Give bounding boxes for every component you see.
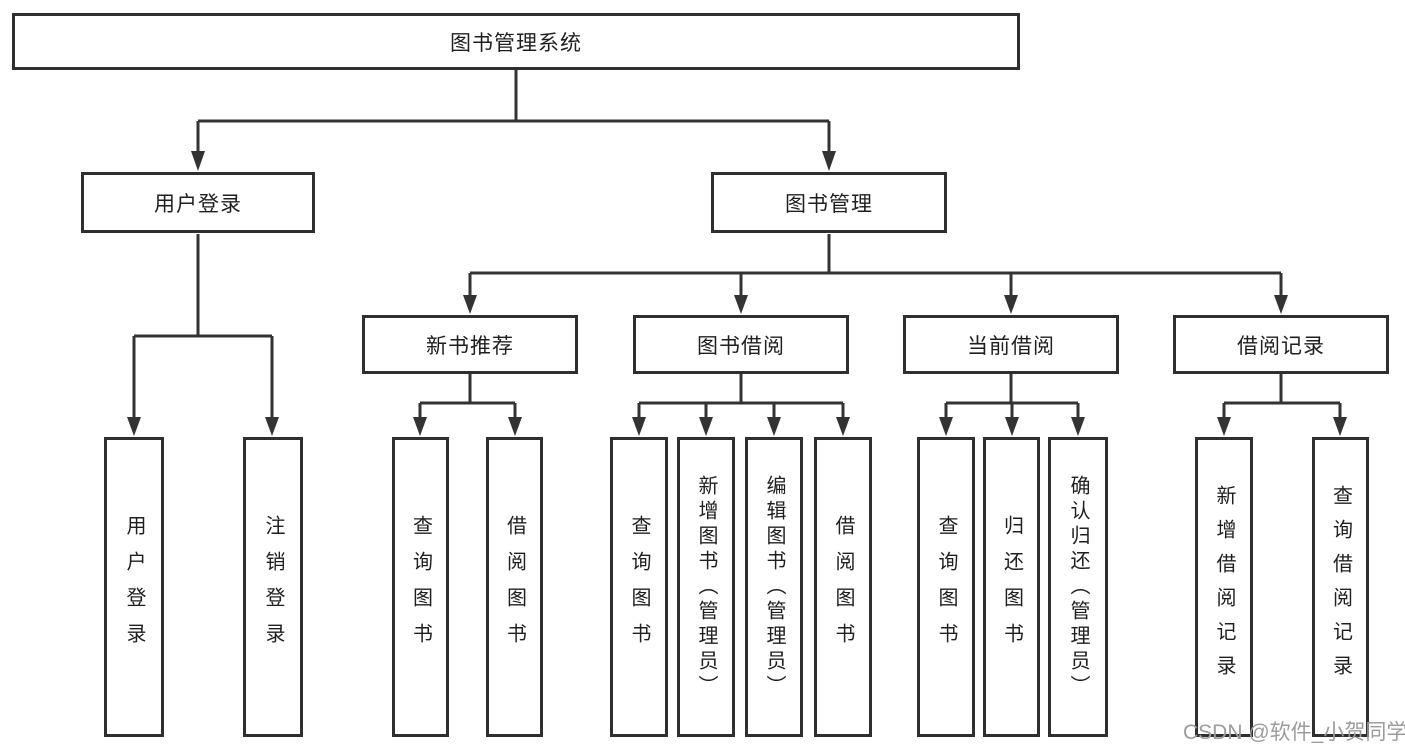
node-logout-login-label: 注销登录 xyxy=(262,515,284,659)
node-nbr-query-book-label: 查询图书 xyxy=(409,515,432,659)
node-cb-confirm-return-admin: 确认归还（管理员） xyxy=(1048,437,1108,737)
node-nbr-query-book: 查询图书 xyxy=(392,437,449,737)
node-current-borrow-label: 当前借阅 xyxy=(967,334,1055,358)
node-user-login: 用户登录 xyxy=(104,437,164,737)
node-borrow-record: 借阅记录 xyxy=(1173,315,1389,374)
node-cb-return-book-label: 归还图书 xyxy=(1000,515,1023,659)
node-br-add-record-label: 新增借阅记录 xyxy=(1213,485,1235,689)
node-book-mgmt-branch-label: 图书管理 xyxy=(785,192,873,216)
node-logout-login: 注销登录 xyxy=(243,437,303,737)
csdn-watermark: CSDN @软件_小贺同学 xyxy=(1183,721,1405,744)
node-borrow-record-label: 借阅记录 xyxy=(1237,334,1325,358)
node-root: 图书管理系统 xyxy=(12,13,1020,70)
node-cb-query-book: 查询图书 xyxy=(917,437,975,737)
node-br-query-record: 查询借阅记录 xyxy=(1312,437,1369,737)
node-bb-add-book-admin-label: 新增图书（管理员） xyxy=(695,474,717,700)
node-br-query-record-label: 查询借阅记录 xyxy=(1329,485,1352,689)
node-nbr-borrow-book-label: 借阅图书 xyxy=(503,515,526,659)
node-bb-query-book-label: 查询图书 xyxy=(628,515,650,659)
node-bb-query-book: 查询图书 xyxy=(610,437,668,737)
node-current-borrow: 当前借阅 xyxy=(903,315,1119,374)
node-new-book-rec: 新书推荐 xyxy=(362,315,578,374)
node-bb-edit-book-admin: 编辑图书（管理员） xyxy=(745,437,803,737)
node-nbr-borrow-book: 借阅图书 xyxy=(486,437,543,737)
node-bb-borrow-book-label: 借阅图书 xyxy=(832,515,854,659)
node-book-borrow-label: 图书借阅 xyxy=(697,334,785,358)
node-cb-confirm-return-admin-label: 确认归还（管理员） xyxy=(1067,474,1089,700)
node-root-label: 图书管理系统 xyxy=(450,31,582,55)
node-bb-add-book-admin: 新增图书（管理员） xyxy=(677,437,735,737)
node-bb-borrow-book: 借阅图书 xyxy=(814,437,872,737)
node-new-book-rec-label: 新书推荐 xyxy=(426,334,514,358)
node-cb-return-book: 归还图书 xyxy=(983,437,1040,737)
node-book-borrow: 图书借阅 xyxy=(633,315,849,374)
node-user-login-branch: 用户登录 xyxy=(81,172,315,233)
node-user-login-label: 用户登录 xyxy=(123,515,145,659)
node-br-add-record: 新增借阅记录 xyxy=(1195,437,1253,737)
node-cb-query-book-label: 查询图书 xyxy=(935,515,957,659)
node-user-login-branch-label: 用户登录 xyxy=(154,192,242,216)
node-book-mgmt-branch: 图书管理 xyxy=(711,172,947,233)
node-bb-edit-book-admin-label: 编辑图书（管理员） xyxy=(763,474,785,700)
